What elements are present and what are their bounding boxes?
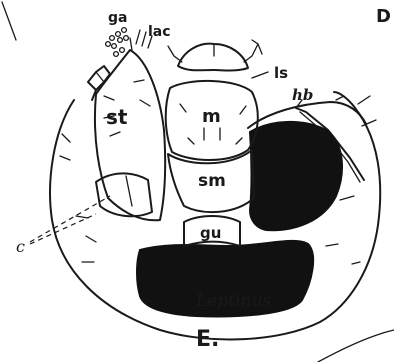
mentum-line-1	[180, 104, 186, 112]
edge-mark-bottom-right	[318, 330, 394, 362]
panel-letter: E.	[196, 327, 219, 352]
label-ls: ls	[274, 64, 288, 82]
label-sm: sm	[198, 171, 226, 191]
label-lac: lac	[148, 24, 171, 40]
stipes-inner-4	[140, 100, 150, 106]
mentum-line-6	[236, 138, 242, 144]
leader-c	[30, 196, 110, 242]
stipes-inner-1	[104, 96, 114, 100]
label-gu: gu	[200, 224, 221, 242]
right-cavity	[250, 122, 342, 230]
maxillary-palp-seg	[96, 72, 104, 82]
label-m: m	[202, 106, 221, 127]
cardo-line	[126, 176, 132, 206]
label-hb: hb	[292, 86, 313, 104]
stipes-inner-5	[134, 80, 144, 82]
label-corner-d: D	[376, 6, 391, 27]
label-genus: Leptinus	[195, 291, 271, 311]
galea-hairs	[106, 28, 129, 57]
leader-ls	[252, 72, 268, 78]
maxillary-palp	[88, 66, 110, 100]
edge-mark-left	[2, 2, 16, 40]
mentum-line-5	[188, 138, 194, 144]
labial-palp-left	[168, 46, 182, 62]
label-c: c	[16, 237, 25, 256]
stipes-inner-3	[110, 132, 120, 136]
leader-c-2	[30, 214, 96, 244]
label-ga: ga	[108, 10, 127, 26]
mentum-line-2	[240, 106, 246, 114]
labial-palp-right	[244, 40, 262, 62]
label-st: st	[106, 105, 128, 129]
labium-outline	[178, 44, 248, 71]
